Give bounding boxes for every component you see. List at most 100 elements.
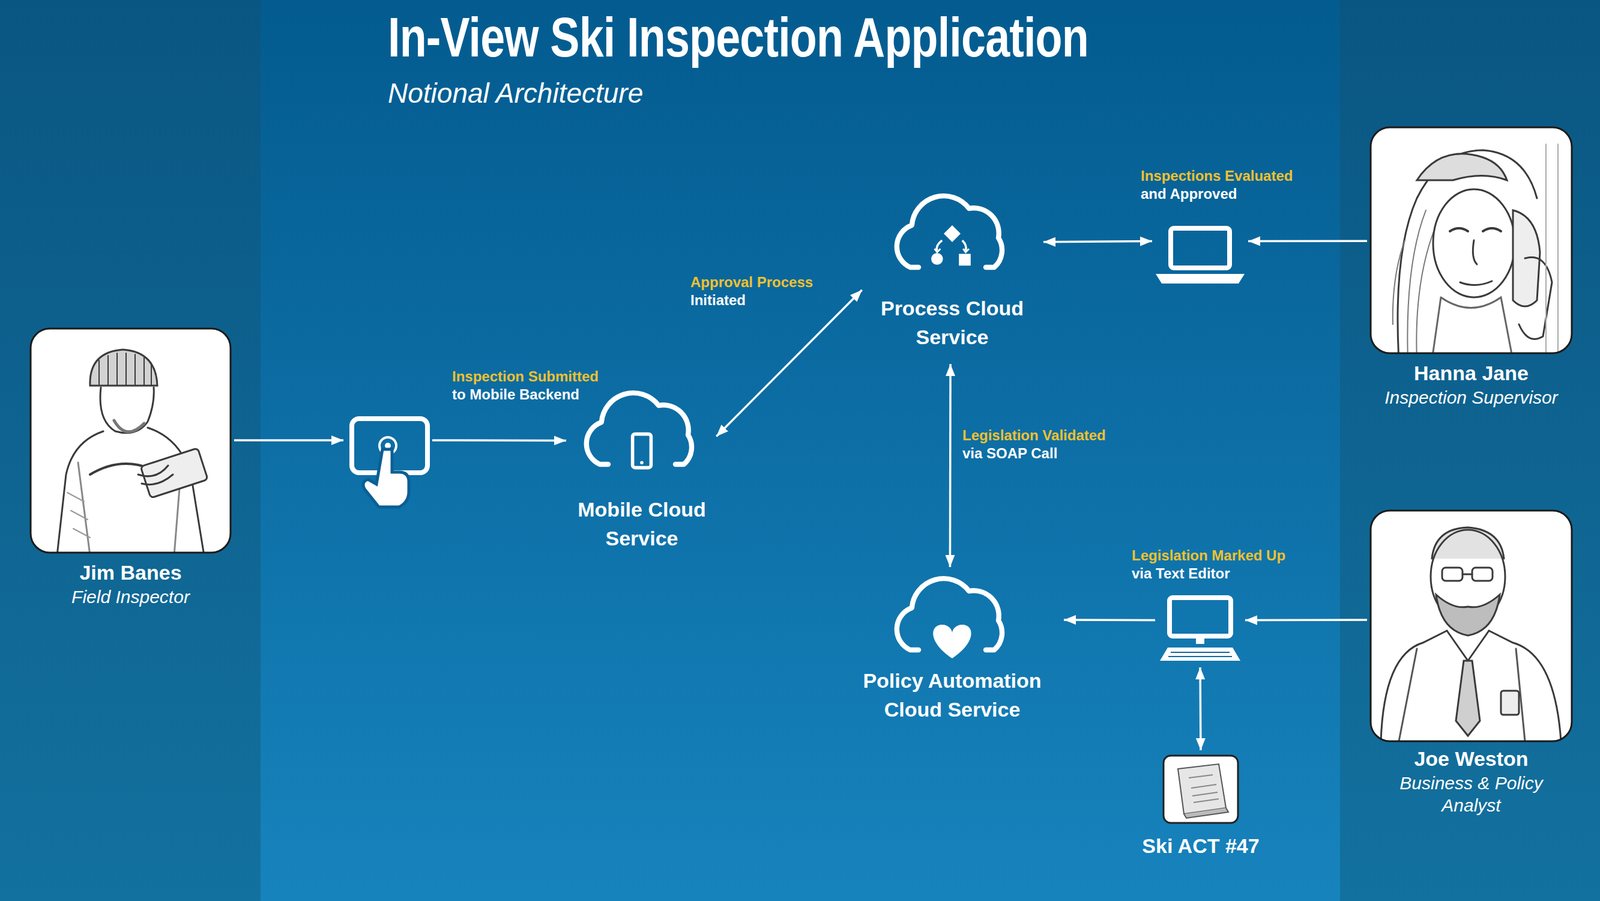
process-cloud-icon-part (934, 248, 970, 253)
policy-analyst-sketch-part-part (1436, 594, 1500, 636)
connector-group (234, 240, 1368, 750)
edge-label: Inspections Evaluated and Approved (1140, 166, 1293, 203)
node-subtitle: Inspection Supervisor (1370, 386, 1572, 409)
process-cloud-icon-part (931, 252, 944, 265)
flow-arrow (432, 438, 567, 442)
desktop-computer-icon-part (1168, 652, 1232, 657)
inspection-supervisor-sketch-part-part (1433, 189, 1515, 298)
field-inspector-sketch-part-part (138, 465, 173, 485)
node-subtitle: Business & Policy Analyst (1370, 771, 1572, 817)
inspection-supervisor-sketch (1370, 127, 1572, 361)
field-inspector-sketch-part (30, 328, 231, 553)
inspection-supervisor-sketch-part-part (1460, 240, 1492, 286)
node-subtitle: Field Inspector (30, 585, 231, 609)
flow-arrow (716, 289, 863, 437)
inspection-supervisor-sketch-part-part (1545, 144, 1558, 354)
legislation-document-icon (1163, 755, 1238, 823)
desktop-node (1158, 594, 1242, 664)
cloud-service-node: Process Cloud Service (864, 198, 1040, 361)
inspection-supervisor-sketch-part-part (1431, 297, 1513, 354)
field-inspector-sketch-part-part (57, 427, 205, 553)
policy-analyst-sketch-part-part (1455, 660, 1480, 736)
policy-analyst-sketch-part-part (1380, 630, 1561, 741)
field-inspector-sketch-part-part (99, 353, 152, 386)
desktop-computer-icon-part (1159, 647, 1241, 661)
policy-analyst-sketch-part-part (1442, 567, 1463, 581)
mobile-cloud-icon (586, 392, 692, 468)
edge-label: Approval Process Initiated (690, 273, 813, 310)
edge-label-lead: Approval Process (690, 273, 813, 290)
edge-label-tail: Initiated (690, 291, 746, 308)
inspection-supervisor-sketch-part (1370, 127, 1572, 354)
process-cloud-icon-part (896, 195, 1003, 268)
field-inspector-sketch-part-part (114, 420, 145, 432)
node-title: Process Cloud Service (864, 294, 1040, 352)
flow-arrow (1248, 239, 1368, 242)
inspection-supervisor-sketch-part-part (1416, 153, 1507, 181)
inspection-supervisor-sketch-part-part (1449, 228, 1501, 232)
inspection-supervisor-sketch-part (1392, 144, 1558, 354)
edge-label-tail: via Text Editor (1131, 564, 1231, 582)
person-card: Jim BanesField Inspector (30, 328, 231, 617)
process-cloud-icon-part (936, 240, 967, 251)
edge-label: Inspection Submitted to Mobile Backend (452, 367, 599, 404)
ground-part (260, 0, 1341, 901)
desktop-computer-icon (1159, 597, 1241, 661)
policy-cloud-icon (896, 578, 1003, 659)
node-title: Mobile Cloud Service (569, 495, 714, 553)
process-cloud-icon-part (943, 225, 961, 242)
policy-analyst-sketch-part-part (1398, 648, 1525, 741)
subtitle: Notional Architecture (387, 76, 644, 110)
edge-label-lead: Legislation Marked Up (1131, 546, 1286, 564)
laptop-node (1155, 222, 1245, 286)
inspection-supervisor-sketch-part-part (1392, 210, 1435, 354)
field-inspector-sketch-part-part (67, 492, 91, 538)
inspection-supervisor-sketch-part-part (1518, 256, 1552, 339)
node-title: Ski ACT #47 (1140, 831, 1261, 861)
cloud-service-node: Mobile Cloud Service (569, 399, 714, 558)
edge-label: Legislation Validated via SOAP Call (962, 426, 1106, 463)
node-title: Policy Automation Cloud Service (844, 666, 1061, 724)
flow-arrow (1198, 667, 1202, 750)
edge-label: Legislation Marked Up via Text Editor (1131, 546, 1286, 583)
person-card: Hanna JaneInspection Supervisor (1370, 127, 1572, 416)
policy-analyst-sketch-part (1380, 527, 1561, 741)
edge-label-tail: and Approved (1140, 185, 1237, 202)
diagram-title: In-View Ski Inspection Application (387, 8, 1089, 67)
edge-label-tail: to Mobile Backend (452, 386, 580, 403)
desktop-computer-icon-part (1195, 637, 1205, 644)
node-title: Joe Weston (1370, 745, 1572, 772)
inspection-supervisor-sketch-part (1370, 127, 1572, 354)
tablet-touch-icon-part (363, 449, 409, 507)
field-inspector-sketch-part-part (100, 387, 154, 433)
legislation-document-icon-part (1177, 763, 1226, 814)
edge-label-tail: via SOAP Call (962, 444, 1058, 462)
process-cloud-icon (896, 195, 1003, 268)
field-inspector-sketch-part (57, 349, 208, 553)
policy-analyst-sketch-part (1370, 510, 1572, 741)
person-card: Joe WestonBusiness & Policy Analyst (1370, 510, 1572, 823)
process-cloud-icon-part (958, 253, 971, 266)
flow-arrow (949, 363, 952, 567)
node-title: Hanna Jane (1370, 360, 1572, 387)
laptop-icon (1155, 228, 1245, 284)
field-inspector-sketch-part-part (140, 447, 208, 498)
edge-label-lead: Legislation Validated (962, 426, 1106, 444)
node-title: Jim Banes (30, 559, 231, 586)
desktop-computer-icon-part (1169, 597, 1231, 636)
policy-analyst-sketch-part (1370, 510, 1572, 741)
legislation-document-icon-part (1188, 774, 1219, 803)
mobile-cloud-icon-part (640, 460, 644, 465)
field-inspector-sketch-part-part (90, 349, 158, 386)
policy-analyst-sketch-part-part (1446, 630, 1489, 661)
flow-arrow (1063, 618, 1156, 621)
mobile-cloud-icon-part (586, 392, 692, 465)
legislation-document-icon-part (1183, 807, 1229, 818)
flow-arrow (1043, 241, 1153, 242)
field-inspector-sketch (30, 328, 231, 556)
laptop-icon-part (1155, 273, 1245, 284)
tablet-touch-icon (351, 418, 428, 507)
